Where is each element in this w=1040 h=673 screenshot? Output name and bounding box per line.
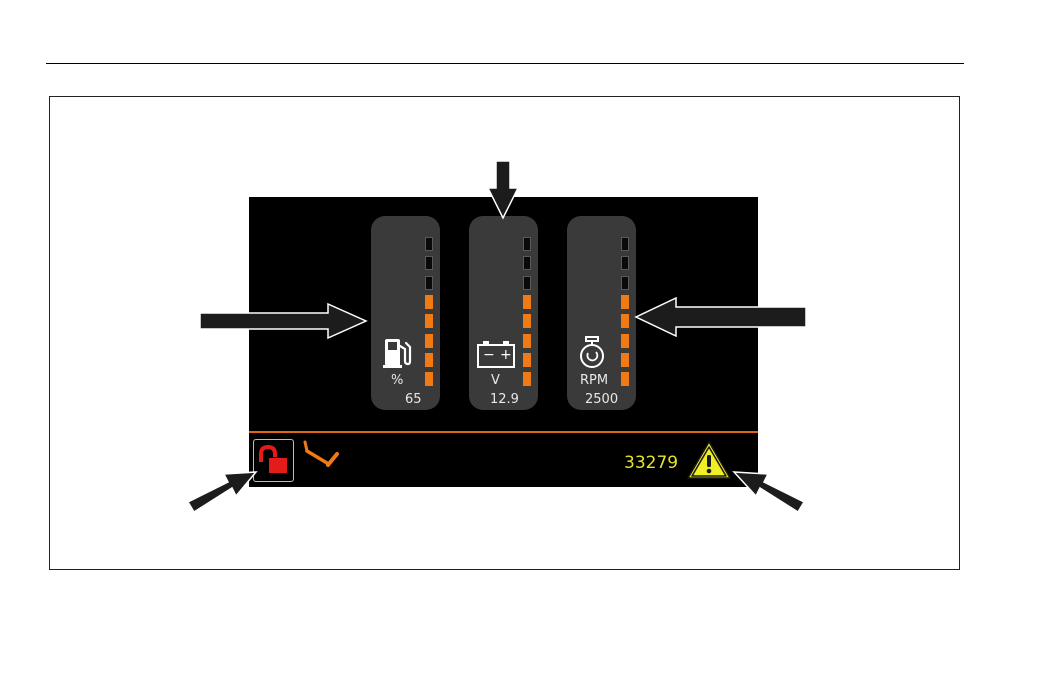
level-segment [621, 314, 629, 328]
level-segment [621, 276, 629, 290]
rpm-unit: RPM [580, 374, 608, 387]
level-segment [621, 372, 629, 386]
level-segment [621, 295, 629, 309]
level-segment [425, 256, 433, 270]
battery-gauge: − + V 12.9 [469, 216, 538, 410]
fuel-value: 65 [405, 393, 422, 406]
level-segment [523, 353, 531, 367]
level-segment [425, 237, 433, 251]
level-segment [621, 256, 629, 270]
callout-arrow-bottom-left [184, 468, 260, 516]
level-segment [425, 295, 433, 309]
level-segment [621, 353, 629, 367]
level-segment [523, 276, 531, 290]
status-divider [249, 431, 758, 433]
level-segment [523, 295, 531, 309]
hour-meter: 33279 [624, 453, 678, 473]
fuel-unit: % [391, 374, 403, 387]
callout-arrow-left [198, 301, 370, 341]
level-segment [621, 237, 629, 251]
callout-arrow-right [634, 297, 808, 337]
level-segment [523, 237, 531, 251]
battery-unit: V [491, 374, 500, 387]
engine-rpm-gauge: RPM 2500 [567, 216, 636, 410]
pedal-icon [301, 439, 341, 473]
level-segment [523, 372, 531, 386]
level-segment [425, 372, 433, 386]
display-screen: % 65 − + V 12.9 RPM 2500 [249, 197, 758, 487]
battery-icon: − + [477, 341, 515, 369]
battery-plus-sign: + [500, 347, 512, 363]
level-segment [425, 276, 433, 290]
level-segment [425, 334, 433, 348]
engine-rpm-icon [575, 336, 609, 370]
callout-arrow-top [486, 158, 520, 220]
level-segment [523, 334, 531, 348]
battery-minus-sign: − [483, 347, 495, 363]
warning-triangle-icon[interactable] [685, 439, 733, 481]
fuel-pump-icon [381, 337, 415, 369]
level-segment [621, 334, 629, 348]
level-segment [523, 256, 531, 270]
fuel-gauge: % 65 [371, 216, 440, 410]
level-segment [425, 353, 433, 367]
header-rule [46, 63, 964, 64]
callout-arrow-bottom-right [732, 466, 808, 514]
battery-value: 12.9 [490, 393, 519, 406]
level-segment [523, 314, 531, 328]
level-segment [425, 314, 433, 328]
rpm-value: 2500 [585, 393, 618, 406]
